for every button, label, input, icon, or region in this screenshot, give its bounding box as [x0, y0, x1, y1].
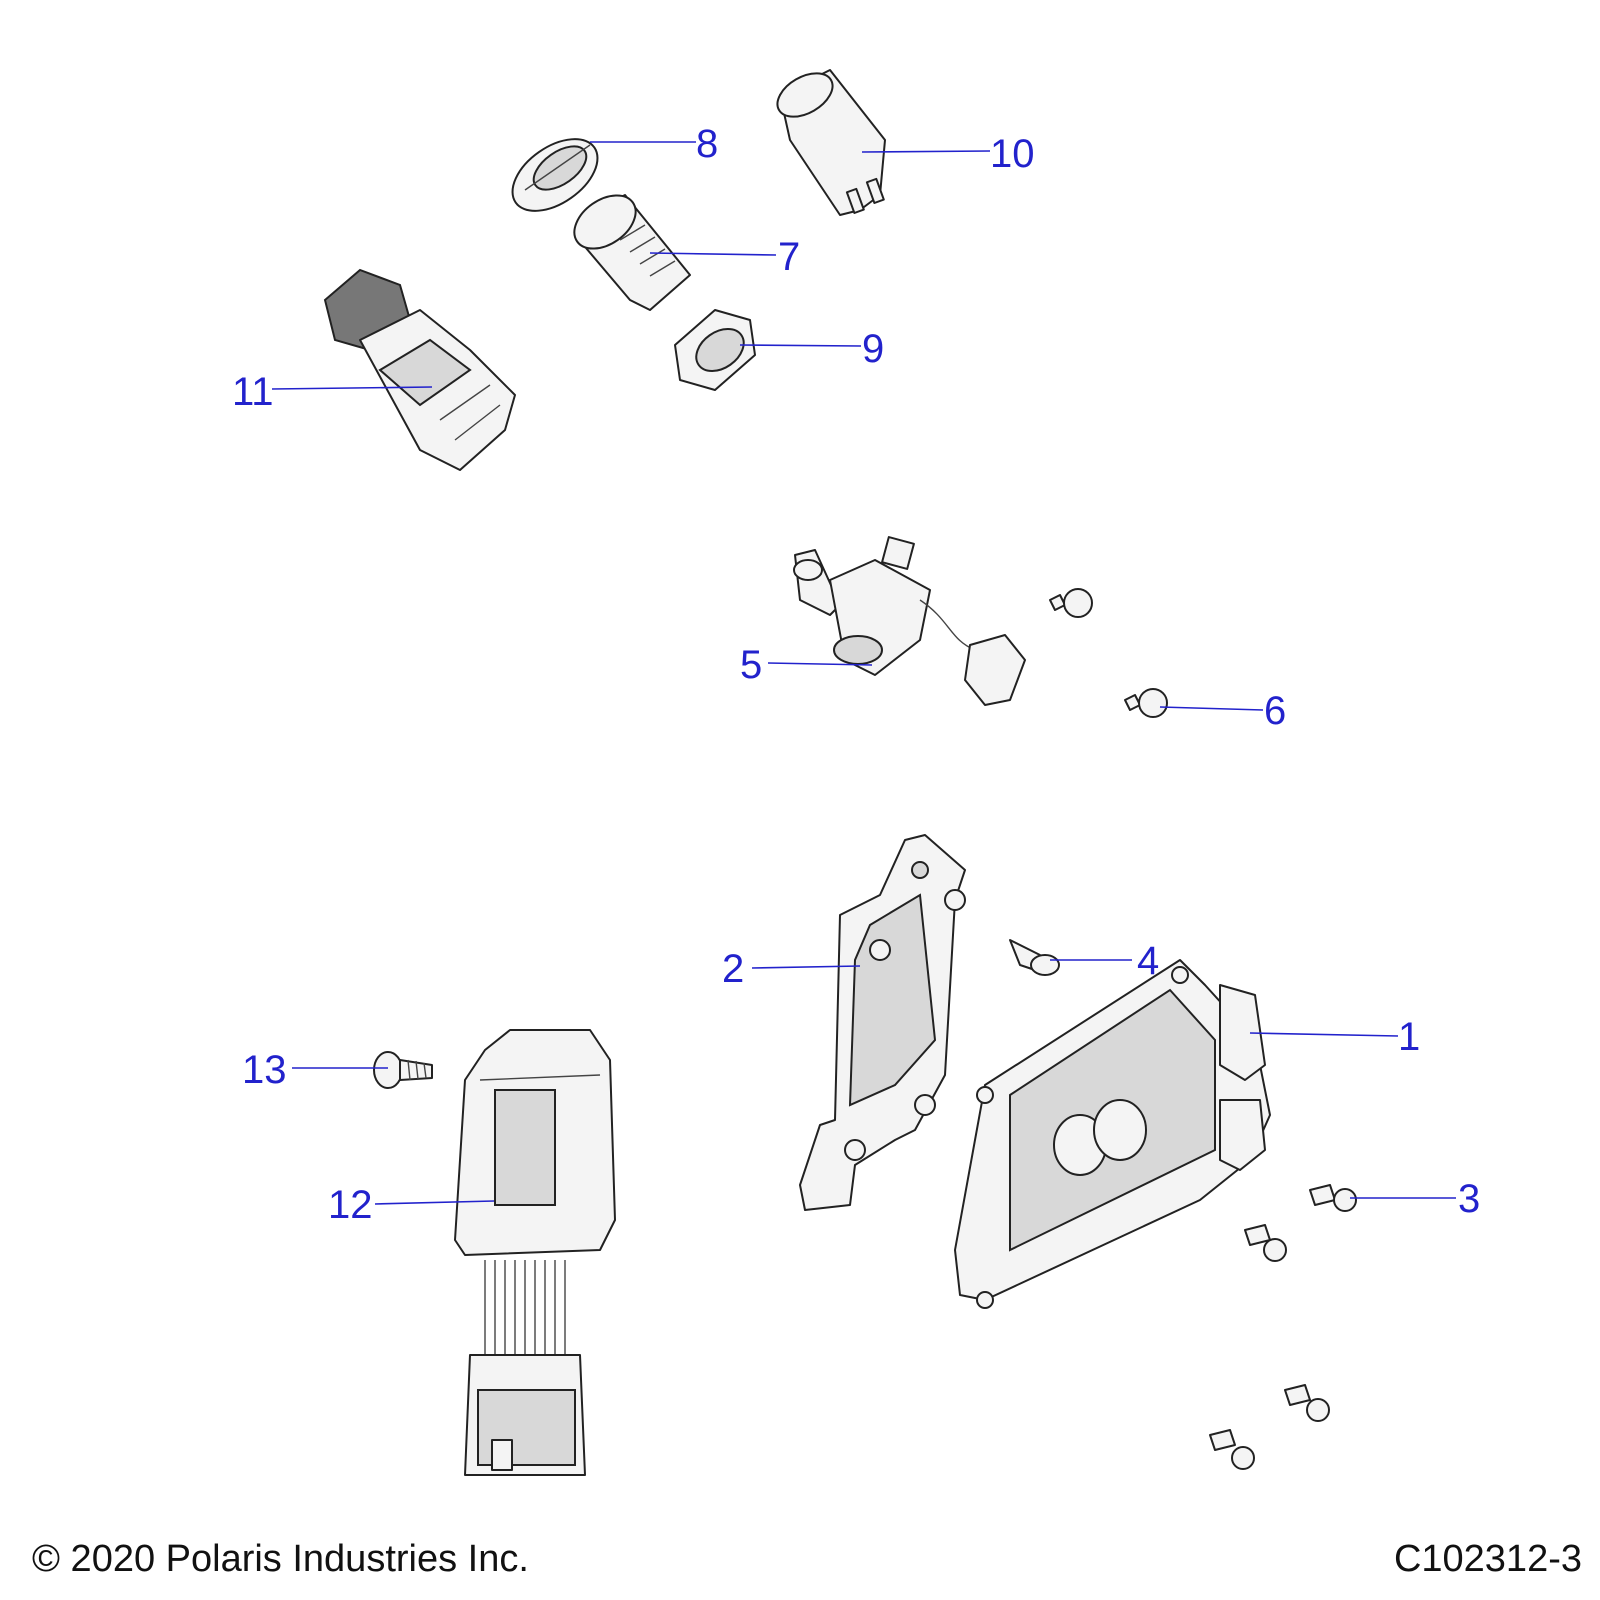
part-11-ignition-switch — [323, 268, 516, 471]
part-5-sensor — [793, 536, 1026, 706]
callout-10: 10 — [990, 132, 1035, 176]
diagram-id: C102312-3 — [1393, 1538, 1582, 1580]
callout-9: 9 — [862, 327, 884, 371]
callout-13: 13 — [242, 1048, 287, 1092]
callout-8: 8 — [696, 122, 718, 166]
part-10-relay — [776, 69, 886, 216]
leader-lines — [271, 141, 1456, 1205]
callout-6: 6 — [1264, 689, 1286, 733]
part-7-threaded-housing — [573, 194, 691, 311]
part-6-screws — [1049, 588, 1168, 718]
callout-7: 7 — [778, 235, 800, 279]
callouts: 1 2 3 4 5 6 7 8 9 10 11 12 13 — [232, 122, 1480, 1227]
copyright-notice: © 2020 Polaris Industries Inc. — [32, 1538, 529, 1580]
part-13-screw — [373, 1051, 433, 1089]
part-12-module-harness — [454, 1029, 616, 1476]
callout-1: 1 — [1398, 1015, 1420, 1059]
leader-9 — [739, 344, 862, 347]
callout-5: 5 — [740, 643, 762, 687]
leader-7 — [649, 252, 777, 256]
part-8-lock-nut — [511, 138, 599, 212]
part-3-screws — [1209, 1184, 1357, 1470]
part-9-hex-nut — [674, 309, 756, 391]
callout-2: 2 — [722, 947, 744, 991]
callout-11: 11 — [232, 370, 274, 414]
callout-3: 3 — [1458, 1177, 1480, 1221]
callout-12: 12 — [328, 1183, 373, 1227]
part-1-ecu — [954, 959, 1271, 1309]
callout-4: 4 — [1137, 939, 1159, 983]
leader-2 — [751, 965, 861, 969]
leader-12 — [374, 1200, 495, 1205]
leader-10 — [861, 150, 991, 153]
leader-6 — [1159, 706, 1264, 711]
part-2-bracket — [799, 834, 966, 1211]
leader-11 — [271, 386, 433, 390]
leader-1 — [1249, 1032, 1399, 1037]
part-4-push-rivet — [1009, 939, 1060, 976]
leader-5 — [767, 662, 873, 666]
